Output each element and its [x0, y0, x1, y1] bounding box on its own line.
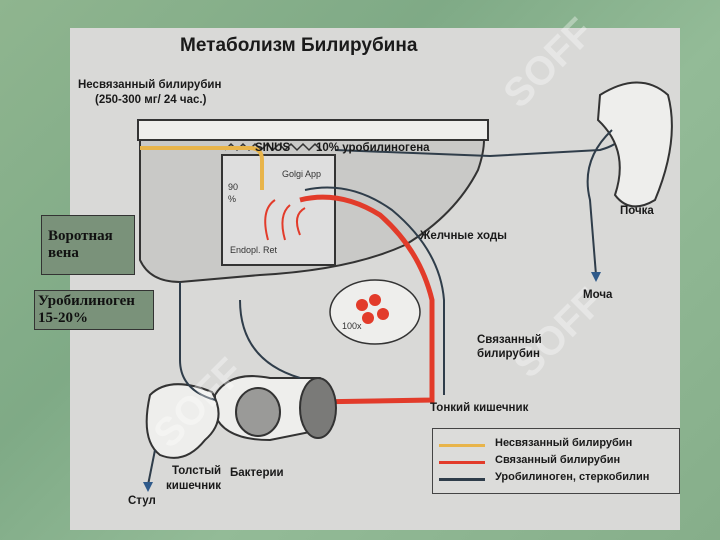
label-bile-ducts: Желчные ходы	[420, 230, 507, 242]
label-urobilinogen-10: 10% уробилиногена	[316, 142, 430, 154]
label-pct: %	[228, 194, 237, 204]
portal-return	[179, 282, 301, 401]
cell-dot	[377, 308, 389, 320]
legend-label: Несвязанный билирубин	[495, 437, 633, 449]
urobilinogen-box: Уробилиноген 15-20%	[34, 290, 154, 330]
label-unconjugated: Несвязанный билирубин	[78, 79, 222, 91]
label-conjugated-1: Связанный	[477, 334, 542, 346]
watermark: SOFF	[495, 10, 602, 117]
label-large-intestine-2: кишечник	[166, 480, 221, 492]
label-magnification: 100x	[342, 321, 362, 331]
legend-swatch-urobilinogen	[439, 478, 485, 481]
label-stool: Стул	[128, 495, 156, 507]
label-kidney: Почка	[620, 205, 654, 217]
label-sinus: SINUS	[255, 142, 291, 154]
intestine-lumen	[299, 377, 337, 439]
label-endopl: Endopl. Ret	[230, 245, 278, 255]
label-urine: Моча	[583, 289, 613, 301]
legend: Несвязанный билирубин Связанный билируби…	[432, 428, 680, 494]
large-intestine-shape	[145, 383, 220, 459]
kidney-shape	[596, 81, 673, 208]
stool-path	[147, 449, 156, 486]
portal-vein-label: Воротная вена	[48, 228, 113, 262]
conjugation-wisps	[264, 199, 306, 241]
hepatocyte	[221, 154, 336, 266]
legend-swatch-conjugated	[439, 461, 485, 464]
stool-arrow	[143, 482, 153, 492]
label-unconjugated-rate: (250-300 мг/ 24 час.)	[95, 94, 207, 106]
legend-item: Несвязанный билирубин	[439, 437, 675, 451]
label-conjugated-2: билирубин	[477, 348, 540, 360]
bacteria-cluster	[235, 387, 281, 437]
legend-swatch-unconjugated	[439, 444, 485, 447]
legend-label: Связанный билирубин	[495, 454, 621, 466]
ureter	[586, 129, 613, 276]
bile-duct-wall	[304, 186, 445, 395]
legend-item: Связанный билирубин	[439, 454, 675, 468]
label-small-intestine: Тонкий кишечник	[430, 402, 529, 414]
diagram-title: Метаболизм Билирубина	[180, 35, 418, 56]
cell-dot	[362, 312, 374, 324]
cell-dot	[369, 294, 381, 306]
sinus-band	[137, 119, 489, 141]
cell-dot	[356, 299, 368, 311]
legend-label: Уробилиноген, стеркобилин	[495, 471, 650, 483]
gallbladder-cells	[329, 279, 421, 345]
urobilinogen-label: Уробилиноген 15-20%	[38, 293, 135, 327]
label-90: 90	[228, 182, 239, 192]
legend-item: Уробилиноген, стеркобилин	[439, 471, 675, 485]
label-bacteria: Бактерии	[230, 467, 284, 479]
urine-arrow	[591, 272, 601, 282]
label-large-intestine-1: Толстый	[172, 465, 222, 477]
label-golgi: Golgi App	[282, 169, 322, 179]
bile-duct-conjugated	[299, 194, 435, 405]
portal-vein-box: Воротная вена	[41, 215, 135, 275]
unconjugated-path	[140, 146, 264, 190]
